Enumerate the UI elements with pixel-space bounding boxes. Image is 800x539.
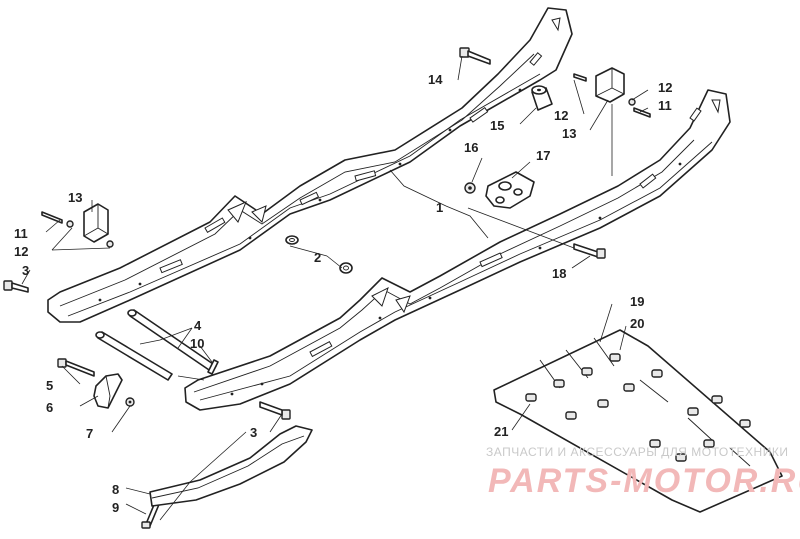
callout-3-front: 3	[250, 425, 257, 440]
front-slide-rail	[184, 89, 731, 411]
bolt-5	[57, 358, 95, 377]
callout-12-left: 12	[14, 244, 28, 259]
callout-8: 8	[112, 482, 119, 497]
callout-16: 16	[464, 140, 478, 155]
screws-and-washers	[41, 73, 651, 248]
callout-14: 14	[428, 72, 443, 87]
leader-lines	[21, 55, 649, 521]
slide-block-13-left	[83, 203, 109, 243]
callout-1: 1	[436, 200, 443, 215]
callout-19: 19	[630, 294, 644, 309]
callout-15: 15	[490, 118, 504, 133]
callout-numbers: 1 2 3 3 4 5 6 7 8 9 10 11 11 12 12 12 13…	[14, 72, 672, 515]
cross-shafts	[95, 309, 217, 381]
spacer-15	[531, 85, 553, 111]
track-assembly	[493, 329, 783, 513]
pin-10	[207, 359, 219, 375]
rear-slide-rail	[47, 7, 573, 323]
slide-block-13-right	[595, 67, 625, 103]
bracket-17	[485, 171, 535, 209]
support-block	[93, 373, 123, 409]
callout-11-right: 11	[658, 98, 672, 113]
spacers	[285, 235, 353, 274]
watermark-logo: PARTS-MOTOR.RU	[488, 462, 800, 500]
nut-7	[125, 397, 135, 407]
bolt-3-front	[259, 401, 291, 420]
bolt-14	[459, 47, 491, 65]
callout-7: 7	[86, 426, 93, 441]
callout-13-left: 13	[68, 190, 82, 205]
callout-12-right: 12	[658, 80, 672, 95]
callout-9: 9	[112, 500, 119, 515]
callout-21: 21	[494, 424, 508, 439]
watermark: ЗАПЧАСТИ И АКСЕССУАРЫ ДЛЯ МОТОТЕХНИКИ PA…	[486, 445, 800, 500]
callout-11-left: 11	[14, 226, 28, 241]
callout-2: 2	[314, 250, 321, 265]
callout-3-rear: 3	[22, 263, 29, 278]
front-rail-holes	[230, 162, 682, 396]
callout-13-right: 13	[562, 126, 576, 141]
nut-16	[464, 182, 476, 194]
bolt-3-rear	[3, 280, 29, 293]
rear-rail-holes	[98, 88, 522, 302]
bolt-18	[573, 243, 606, 259]
track-clips	[525, 353, 751, 462]
callout-10: 10	[190, 336, 204, 351]
front-rail-slots	[309, 99, 721, 358]
callout-4: 4	[194, 318, 202, 333]
callout-6: 6	[46, 400, 53, 415]
callout-17: 17	[536, 148, 550, 163]
wear-strip	[149, 425, 313, 507]
callout-12-mid: 12	[554, 108, 568, 123]
callout-20: 20	[630, 316, 644, 331]
callout-5: 5	[46, 378, 53, 393]
watermark-tagline: ЗАПЧАСТИ И АКСЕССУАРЫ ДЛЯ МОТОТЕХНИКИ	[486, 445, 788, 459]
bolts	[3, 47, 606, 529]
callout-18: 18	[552, 266, 566, 281]
rear-rail-slots	[159, 17, 561, 274]
